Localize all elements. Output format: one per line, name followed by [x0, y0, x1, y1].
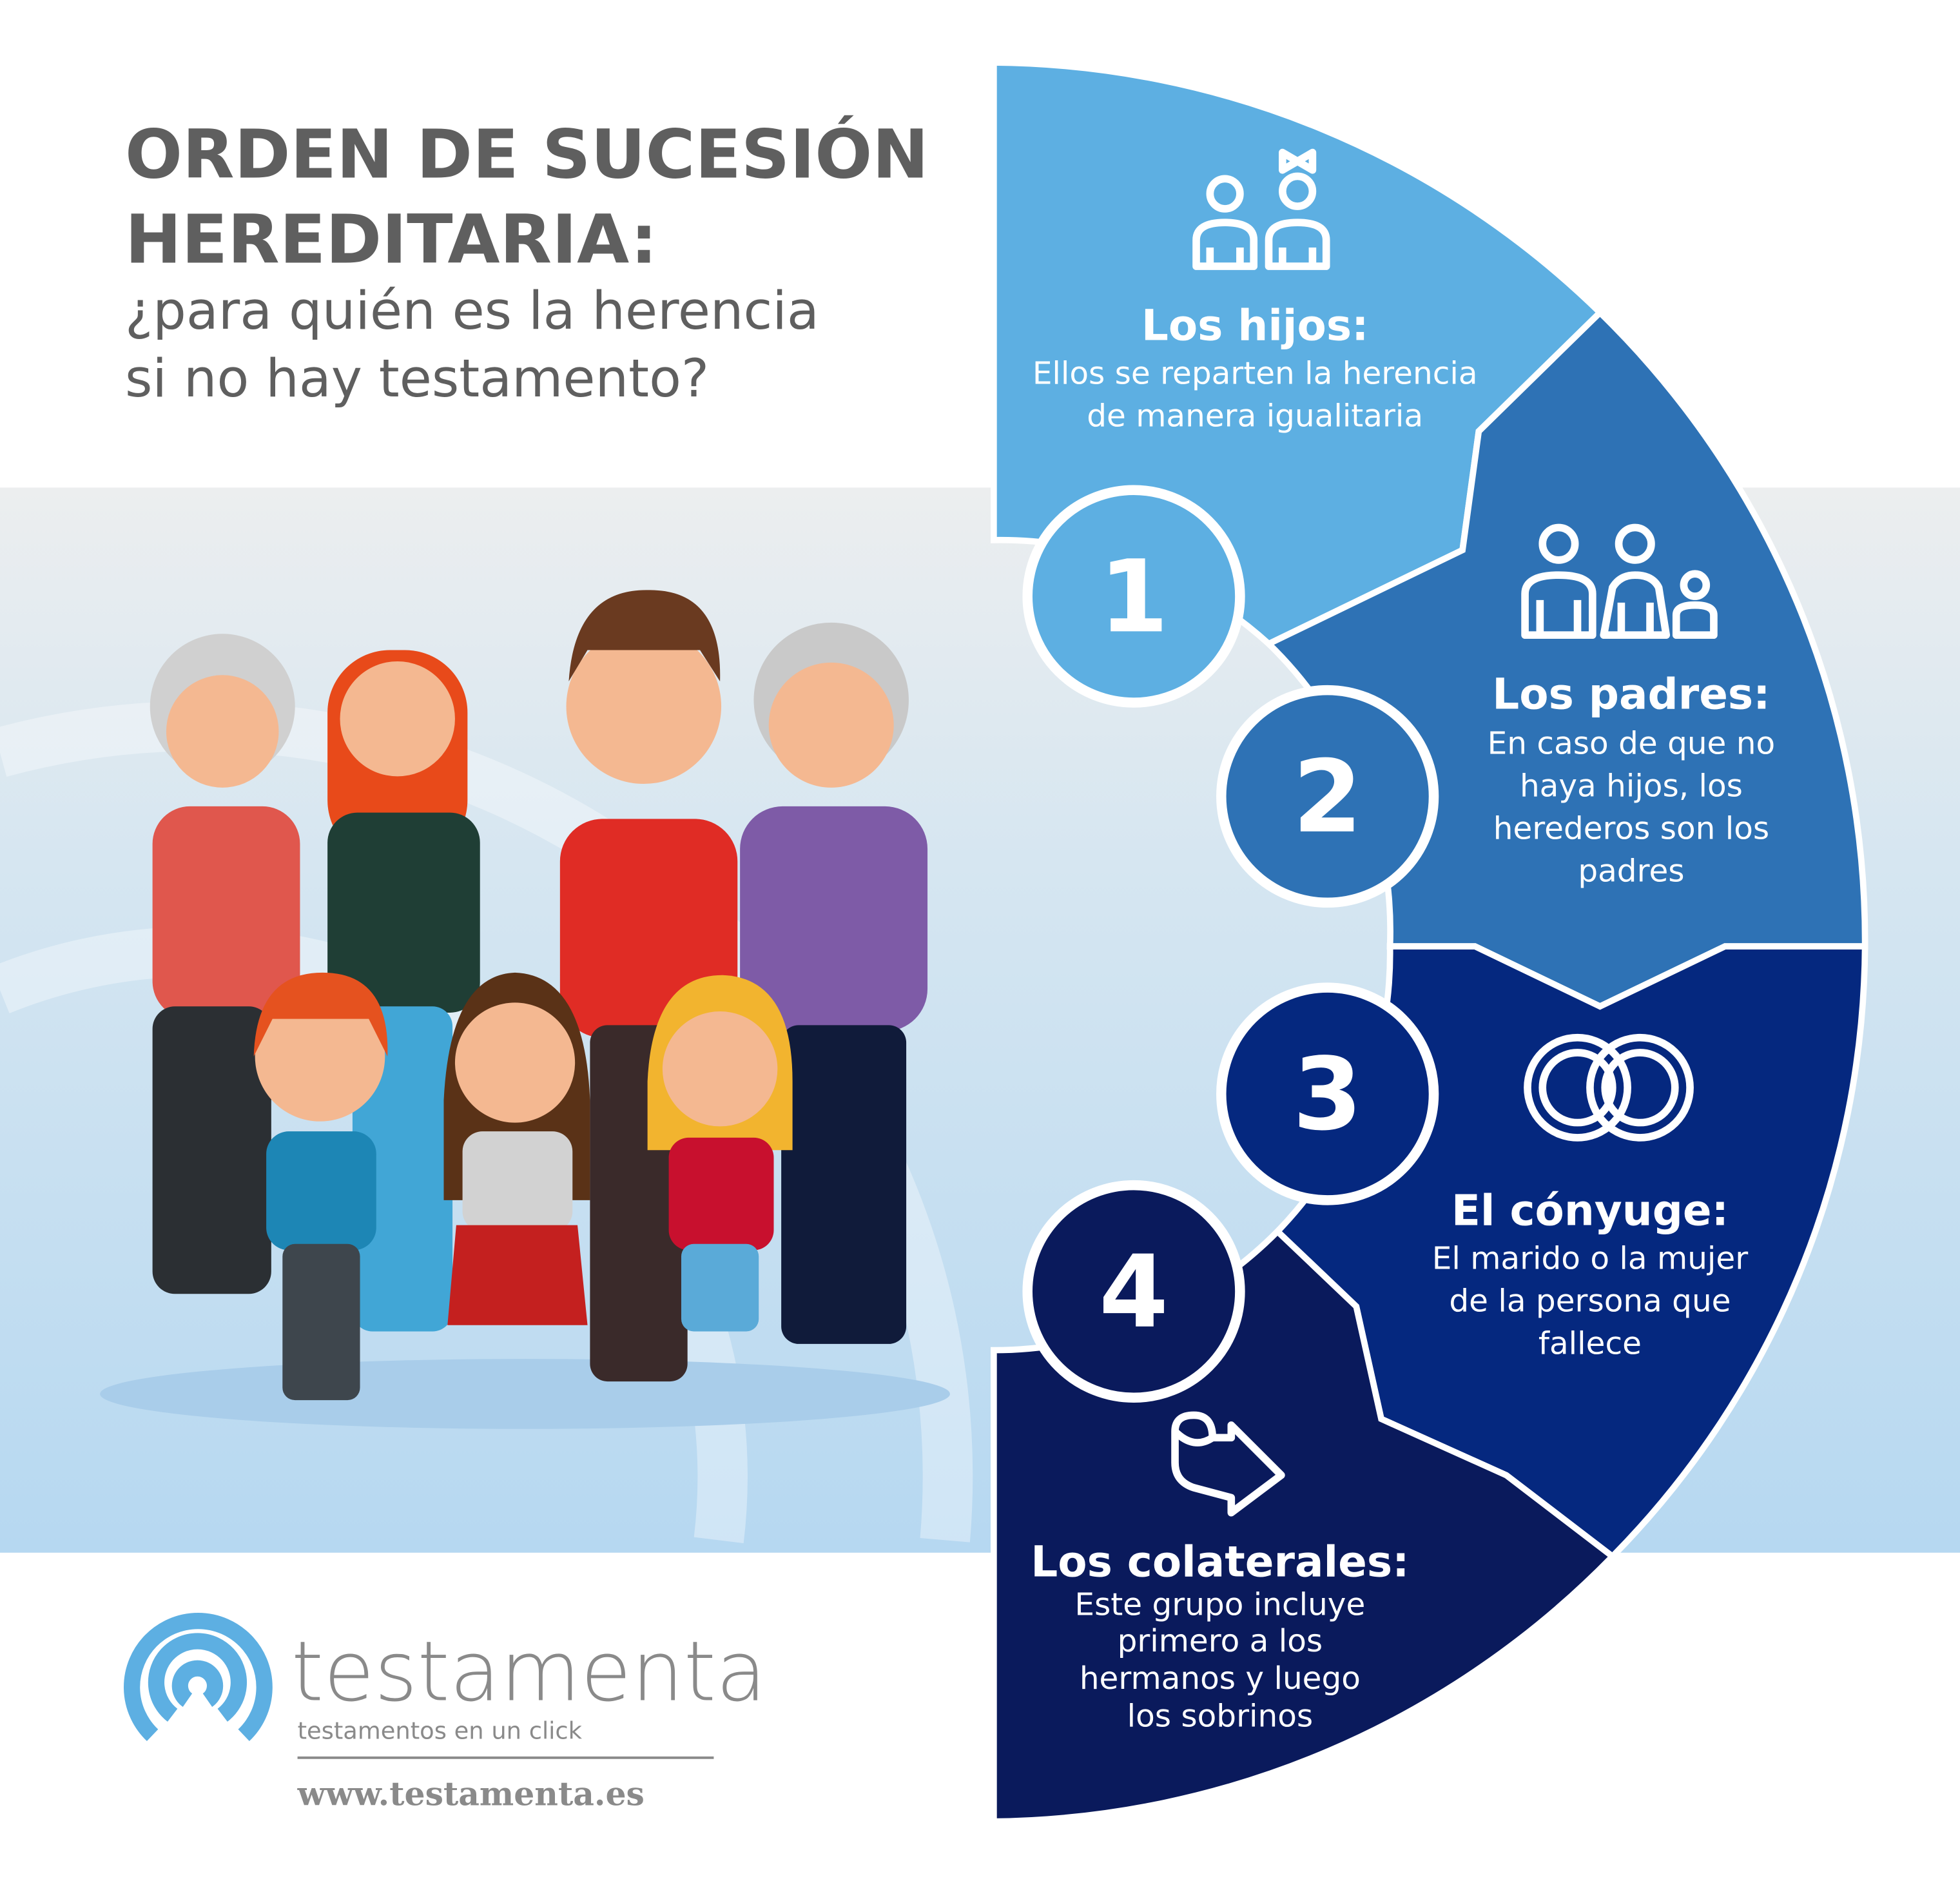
step-3-number: 3 [1293, 1036, 1363, 1153]
step-2-badge: 2 [1216, 685, 1439, 908]
subtitle-line-1: ¿para quién es la herencia [125, 280, 819, 342]
step-2-body-line: padres [1578, 853, 1684, 889]
wedding-rings-icon [1524, 1033, 1694, 1142]
parents-icon [1521, 523, 1718, 639]
step-4-body-line: primero a los [1118, 1623, 1323, 1659]
step-2-body-line: En caso de que no [1488, 725, 1775, 761]
step-1-body-line: de manera igualitaria [1087, 398, 1423, 434]
scroll-arrow-icon [1171, 1411, 1285, 1517]
testamenta-logo: testamenta testamentos en un click www.t… [124, 1613, 766, 1813]
logo-arcs-icon [124, 1613, 273, 1742]
step-1-heading: Los hijos: [1141, 301, 1369, 351]
grandfather-figure [740, 622, 928, 1344]
grandmother-figure [150, 634, 300, 1294]
logo-tagline: testamentos en un click [298, 1717, 583, 1745]
title-line-2: HEREDITARIA: [125, 200, 657, 278]
step-2-heading: Los padres: [1492, 670, 1770, 719]
step-3-body-line: El marido o la mujer [1432, 1241, 1748, 1277]
step-1-badge: 1 [1022, 485, 1245, 708]
logo-divider [297, 1756, 714, 1759]
step-2-number: 2 [1293, 739, 1363, 855]
boy-figure [253, 972, 388, 1401]
website-link[interactable]: www.testamenta.es [297, 1775, 645, 1813]
logo-wordmark: testamenta [291, 1624, 766, 1720]
girl-figure [443, 972, 590, 1325]
step-4-badge: 4 [1022, 1180, 1245, 1403]
step-3-heading: El cónyuge: [1451, 1186, 1729, 1236]
blonde-girl-figure [647, 975, 793, 1332]
title-line-1: ORDEN DE SUCESIÓN [125, 114, 929, 193]
title-block: ORDEN DE SUCESIÓN HEREDITARIA: ¿para qui… [125, 114, 929, 409]
step-3-body-line: fallece [1538, 1325, 1642, 1361]
step-2-body-line: haya hijos, los [1520, 768, 1743, 804]
step-4-number: 4 [1099, 1234, 1169, 1350]
mother-figure [327, 650, 480, 1332]
step-4-body-line: hermanos y luego [1080, 1660, 1361, 1697]
step-4-body-line: los sobrinos [1127, 1698, 1313, 1734]
step-3-body-line: de la persona que [1449, 1283, 1731, 1319]
step-1-number: 1 [1099, 538, 1169, 655]
step-3-badge: 3 [1216, 982, 1439, 1205]
family-illustration [100, 590, 950, 1429]
subtitle-line-2: si no hay testamento? [125, 348, 709, 409]
children-icon [1192, 148, 1330, 270]
step-4-heading: Los colaterales: [1031, 1537, 1409, 1587]
succession-wheel: 1 2 3 4 [990, 59, 1868, 1825]
step-2-body-line: herederos son los [1493, 810, 1769, 846]
step-4-body-line: Este grupo incluye [1074, 1587, 1365, 1623]
step-1-body-line: Ellos se reparten la herencia [1033, 355, 1478, 391]
